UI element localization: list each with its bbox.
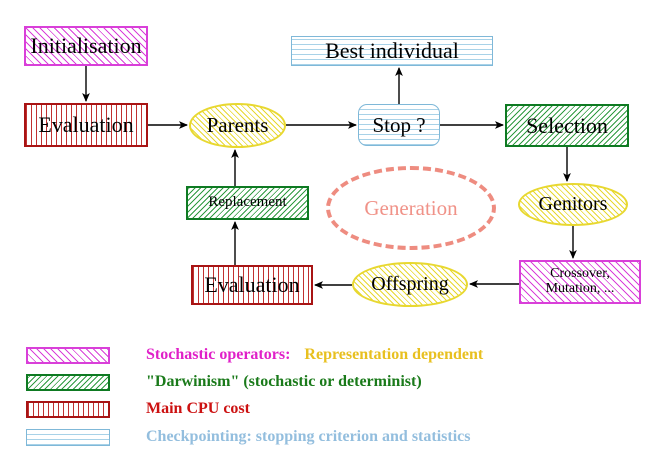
node-evaluation-bottom[interactable]: Evaluation: [191, 265, 313, 305]
node-crossover-label-lines: Crossover, Mutation, ...: [546, 267, 615, 296]
node-best-individual[interactable]: Best individual: [291, 36, 493, 66]
node-parents-label: Parents: [206, 113, 269, 138]
legend-row-stochastic-operators: Stochastic operators: Representation depe…: [26, 344, 483, 366]
node-genitors[interactable]: Genitors: [518, 183, 628, 226]
node-generation-boundary: Generation: [326, 166, 496, 250]
node-evaluation-top[interactable]: Evaluation: [24, 103, 148, 147]
legend-row-darwinism: "Darwinism" (stochastic or determinist): [26, 371, 422, 393]
legend-swatch-green-hatch: [26, 373, 110, 391]
legend-swatch-red-hatch: [26, 400, 110, 418]
node-best-individual-label: Best individual: [325, 38, 459, 64]
node-replacement[interactable]: Replacement: [186, 186, 309, 220]
node-selection[interactable]: Selection: [505, 104, 629, 147]
node-genitors-label: Genitors: [538, 193, 608, 215]
node-replacement-label: Replacement: [208, 194, 287, 211]
node-stop[interactable]: Stop ?: [358, 104, 440, 146]
legend-swatch-magenta-hatch: [26, 346, 110, 364]
node-crossover-line2: Mutation, ...: [545, 281, 615, 296]
node-generation-label: Generation: [364, 195, 458, 220]
node-stop-label: Stop ?: [372, 112, 426, 137]
legend: Stochastic operators: Representation depe…: [0, 340, 662, 471]
legend-swatch-blue-hatch: [26, 428, 110, 446]
legend-label-main-cpu-cost: Main CPU cost: [146, 400, 250, 417]
legend-label-stochastic-operators: Stochastic operators: Representation depe…: [146, 346, 483, 364]
node-offspring[interactable]: Offspring: [352, 262, 468, 307]
legend-label-checkpointing: Checkpointing: stopping criterion and st…: [146, 428, 471, 445]
node-evaluation-top-label: Evaluation: [38, 112, 134, 138]
node-parents[interactable]: Parents: [189, 103, 286, 148]
legend-label-stochastic-operators-text: Stochastic operators:: [146, 346, 291, 363]
legend-label-darwinism: "Darwinism" (stochastic or determinist): [146, 373, 422, 390]
legend-row-main-cpu-cost: Main CPU cost: [26, 398, 250, 420]
node-crossover-mutation[interactable]: Crossover, Mutation, ...: [519, 260, 641, 304]
node-initialisation-label: Initialisation: [30, 33, 142, 59]
node-crossover-line1: Crossover,: [550, 266, 610, 282]
node-selection-label: Selection: [526, 112, 608, 138]
legend-label-representation-dependent: Representation dependent: [304, 346, 484, 363]
node-evaluation-bottom-label: Evaluation: [204, 272, 300, 298]
legend-row-checkpointing: Checkpointing: stopping criterion and st…: [26, 426, 470, 448]
node-initialisation[interactable]: Initialisation: [24, 26, 148, 66]
node-offspring-label: Offspring: [371, 273, 449, 295]
